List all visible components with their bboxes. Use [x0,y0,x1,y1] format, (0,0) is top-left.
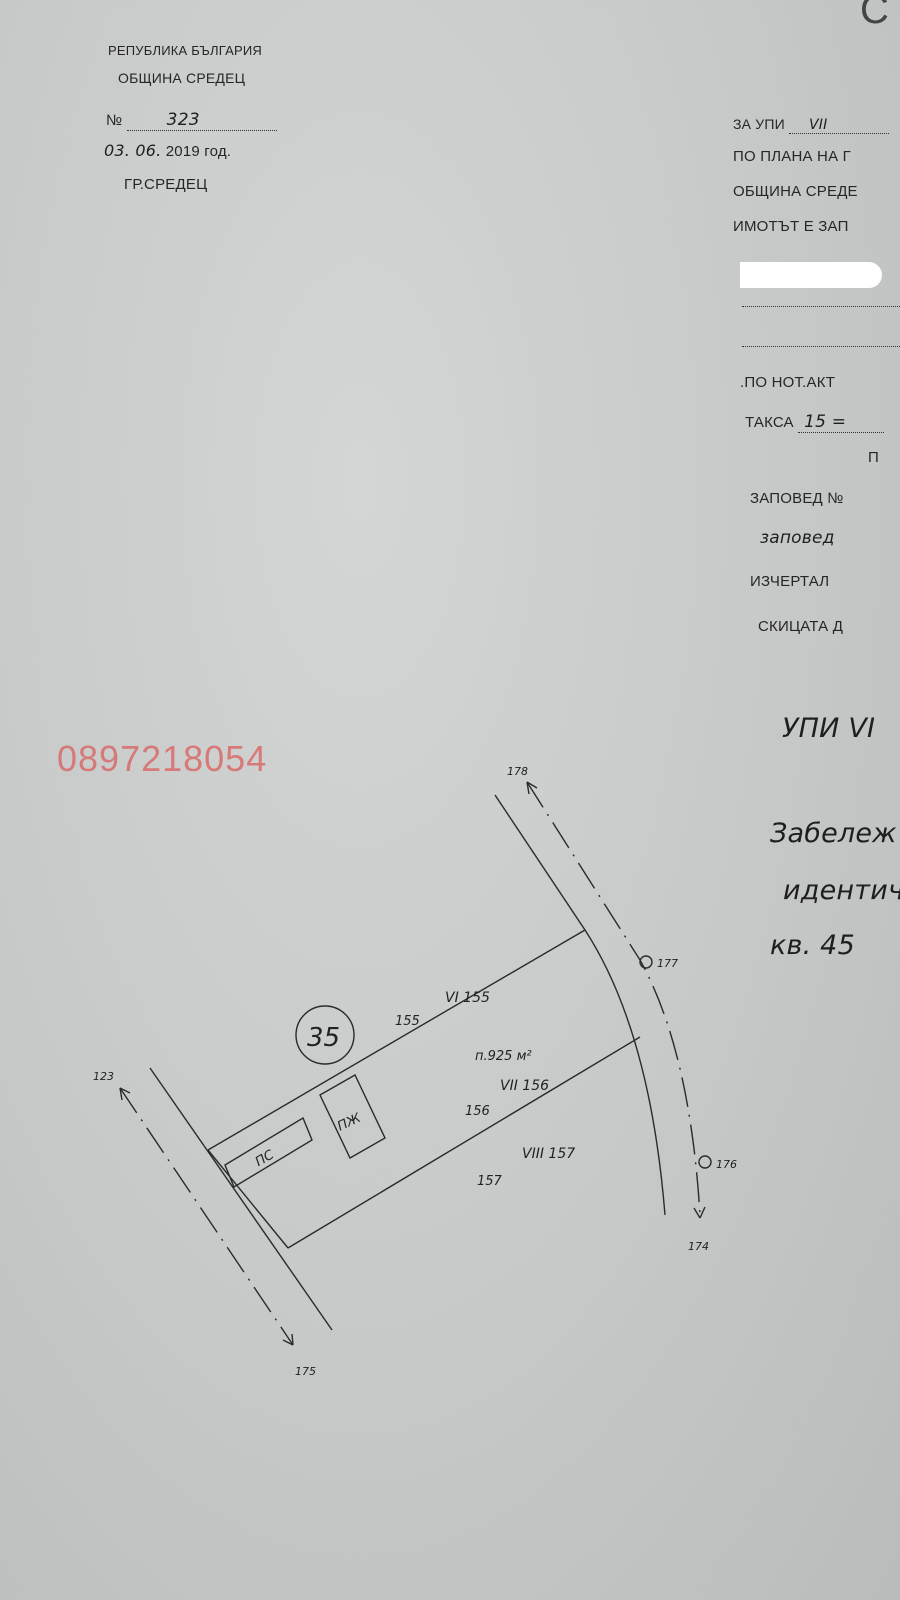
point-176: 176 [716,1158,737,1171]
municipality-field-label: ОБЩИНА СРЕДЕ [733,183,858,200]
point-123: 123 [93,1070,114,1083]
point-177: 177 [657,957,678,970]
lot-number-157: 157 [477,1174,503,1189]
fee-field: ТАКСА 15 = [745,412,885,433]
block-number-circle [295,1005,355,1065]
building-residential [319,1074,386,1159]
building-service [224,1116,313,1189]
arrow-123-icon [119,1087,131,1101]
plan-label: ПО ПЛАНА НА Г [733,148,851,165]
document-date: 03. 06. 2019 год. [104,141,231,160]
block-number: 35 [307,1023,340,1053]
lot-upi-155: VI 155 [445,990,490,1006]
number-label: № [106,112,123,129]
republic-heading: РЕПУБЛИКА БЪЛГАРИЯ [108,43,262,58]
building-residential-label: ПЖ [335,1110,364,1134]
point-178: 178 [507,765,528,778]
number-value: 323 [126,110,277,131]
upi-field: ЗА УПИ VII [733,116,889,134]
area-label: п.925 м² [475,1049,532,1064]
document-number: № 323 [106,110,277,131]
blank-line [742,346,900,347]
lot-line-155 [207,929,586,1151]
notary-act-label: .ПО НОТ.АКТ [740,374,836,391]
survey-point-176-icon [698,1155,712,1169]
fee-value: 15 = [798,412,885,433]
corner-letter: С [860,0,890,32]
phone-watermark: 0897218054 [57,738,268,779]
identical-text: идентич [783,875,900,906]
lot-upi-156: VII 156 [500,1078,549,1094]
lot-number-155: 155 [395,1014,420,1029]
point-175: 175 [295,1365,316,1378]
lot-line-front [207,1149,289,1249]
arrow-178-icon [526,781,538,795]
blank-line [742,306,900,307]
street-left-axis [119,1087,294,1346]
lot-line-156 [287,1036,641,1249]
order-handwritten: заповед [760,528,835,548]
note-label: Забележ [770,818,897,849]
point-174: 174 [688,1240,709,1253]
property-label: ИМОТЪТ Е ЗАП [733,218,849,235]
drawn-by-label: ИЗЧЕРТАЛ [750,573,830,590]
survey-point-177-icon [639,955,653,969]
street-right-edge [494,794,666,1216]
municipality-heading: ОБЩИНА СРЕДЕЦ [118,70,246,86]
arrow-175-icon [282,1333,294,1346]
lot-upi-157: VIII 157 [522,1146,575,1162]
sketch-label: СКИЦАТА Д [758,618,844,635]
street-left-edge [149,1067,333,1331]
date-day-month: 03. 06. [104,141,162,160]
upi-handwritten: УПИ VI [782,713,876,744]
order-label: ЗАПОВЕД № [750,490,844,507]
arrow-174-icon [693,1206,706,1219]
redaction-mark [740,262,882,288]
lot-number-156: 156 [465,1104,490,1119]
date-year: 2019 год. [165,143,232,160]
city-label: ГР.СРЕДЕЦ [124,176,208,193]
p-letter: П [868,449,879,466]
block-text: кв. 45 [770,930,855,961]
upi-value: VII [789,117,889,134]
building-service-label: ПС [253,1147,278,1170]
